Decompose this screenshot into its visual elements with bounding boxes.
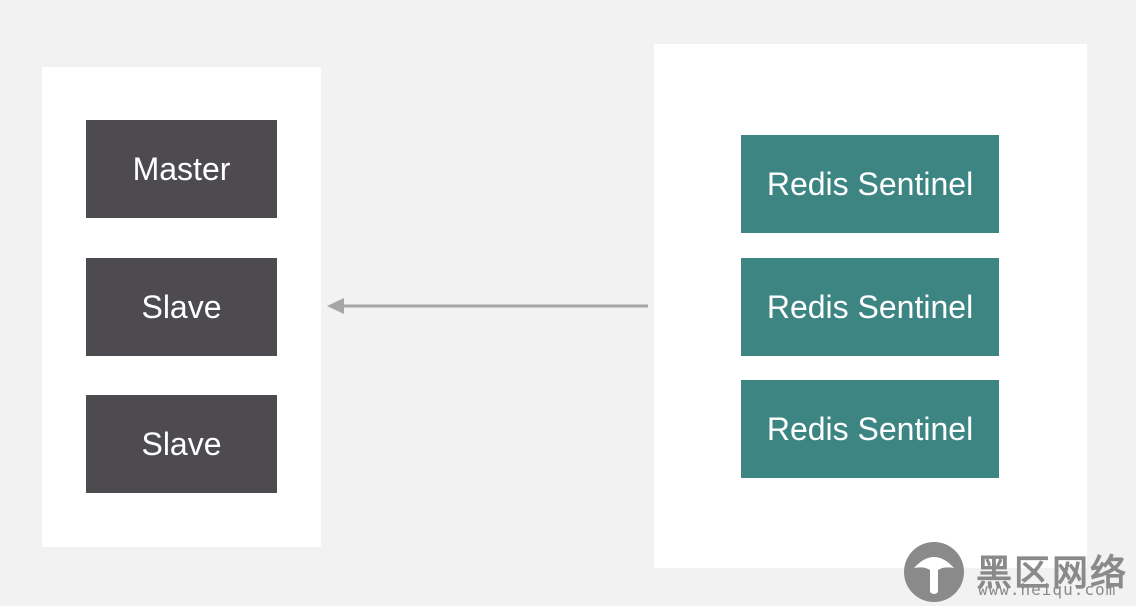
arrow-left-icon (327, 298, 344, 314)
sentinel-node-label: Redis Sentinel (766, 165, 974, 202)
sentinel-node: Redis Sentinel (741, 258, 999, 356)
slave-node: Slave (86, 258, 277, 356)
mushroom-logo-icon (904, 542, 964, 602)
redis-server-group: Master Slave Slave (42, 67, 321, 547)
watermark-url: www.heiqu.com (978, 580, 1117, 599)
sentinel-node-label: Redis Sentinel (766, 288, 974, 325)
sentinel-group: Redis Sentinel Redis Sentinel Redis Sent… (654, 44, 1087, 568)
master-node: Master (86, 120, 277, 218)
slave-node-label: Slave (141, 288, 222, 325)
sentinel-node: Redis Sentinel (741, 380, 999, 478)
monitor-arrow (327, 298, 648, 314)
master-node-label: Master (132, 150, 231, 187)
sentinel-node-label: Redis Sentinel (766, 410, 974, 447)
sentinel-node: Redis Sentinel (741, 135, 999, 233)
slave-node: Slave (86, 395, 277, 493)
slave-node-label: Slave (141, 425, 222, 462)
watermark-text: 黑区网络 (976, 552, 1129, 593)
watermark-logo (904, 542, 964, 602)
